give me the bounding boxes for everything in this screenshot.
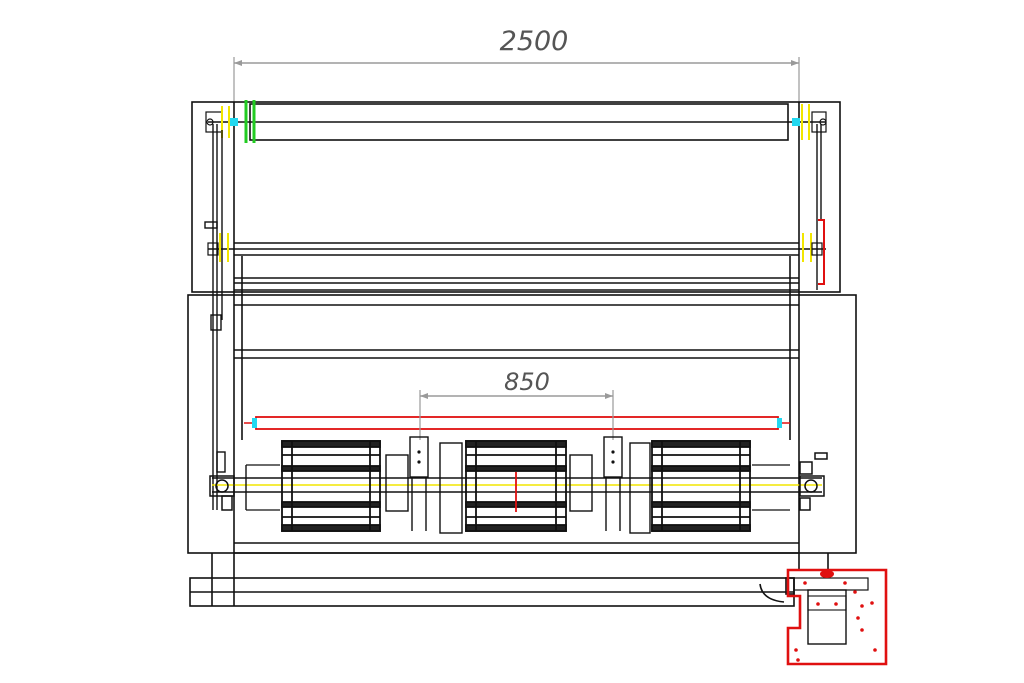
- brush-drum-left: [281, 440, 381, 532]
- middle-roller-bearings: [207, 233, 823, 262]
- drum-couplings: [385, 436, 651, 534]
- red-roller: [244, 416, 790, 430]
- lower-cabinet: [187, 256, 857, 554]
- right-shaft-bearing: [799, 452, 828, 511]
- top-roller-left-bearing: [205, 100, 256, 143]
- coupling-bolts: [417, 450, 615, 464]
- brush-drum-right: [651, 440, 751, 532]
- machine-base: [189, 553, 829, 607]
- left-shaft-bearing: [209, 475, 235, 511]
- left-drive-linkage: [204, 124, 226, 510]
- motor-plate-bolts: [794, 581, 877, 662]
- top-roller: [208, 103, 826, 141]
- upper-frame: [191, 101, 841, 293]
- right-red-bracket: [818, 219, 825, 285]
- overall-width-dimension: 2500: [233, 26, 800, 104]
- middle-roller: [208, 242, 826, 256]
- overall-width-label: 2500: [500, 26, 569, 57]
- motor-mount-plate: [786, 568, 888, 666]
- center-spacing-dimension: 850: [419, 368, 614, 440]
- right-drive-linkage: [816, 124, 822, 290]
- drive-shaft: [212, 464, 822, 511]
- top-roller-right-bearing: [792, 104, 827, 140]
- center-spacing-label: 850: [504, 368, 550, 396]
